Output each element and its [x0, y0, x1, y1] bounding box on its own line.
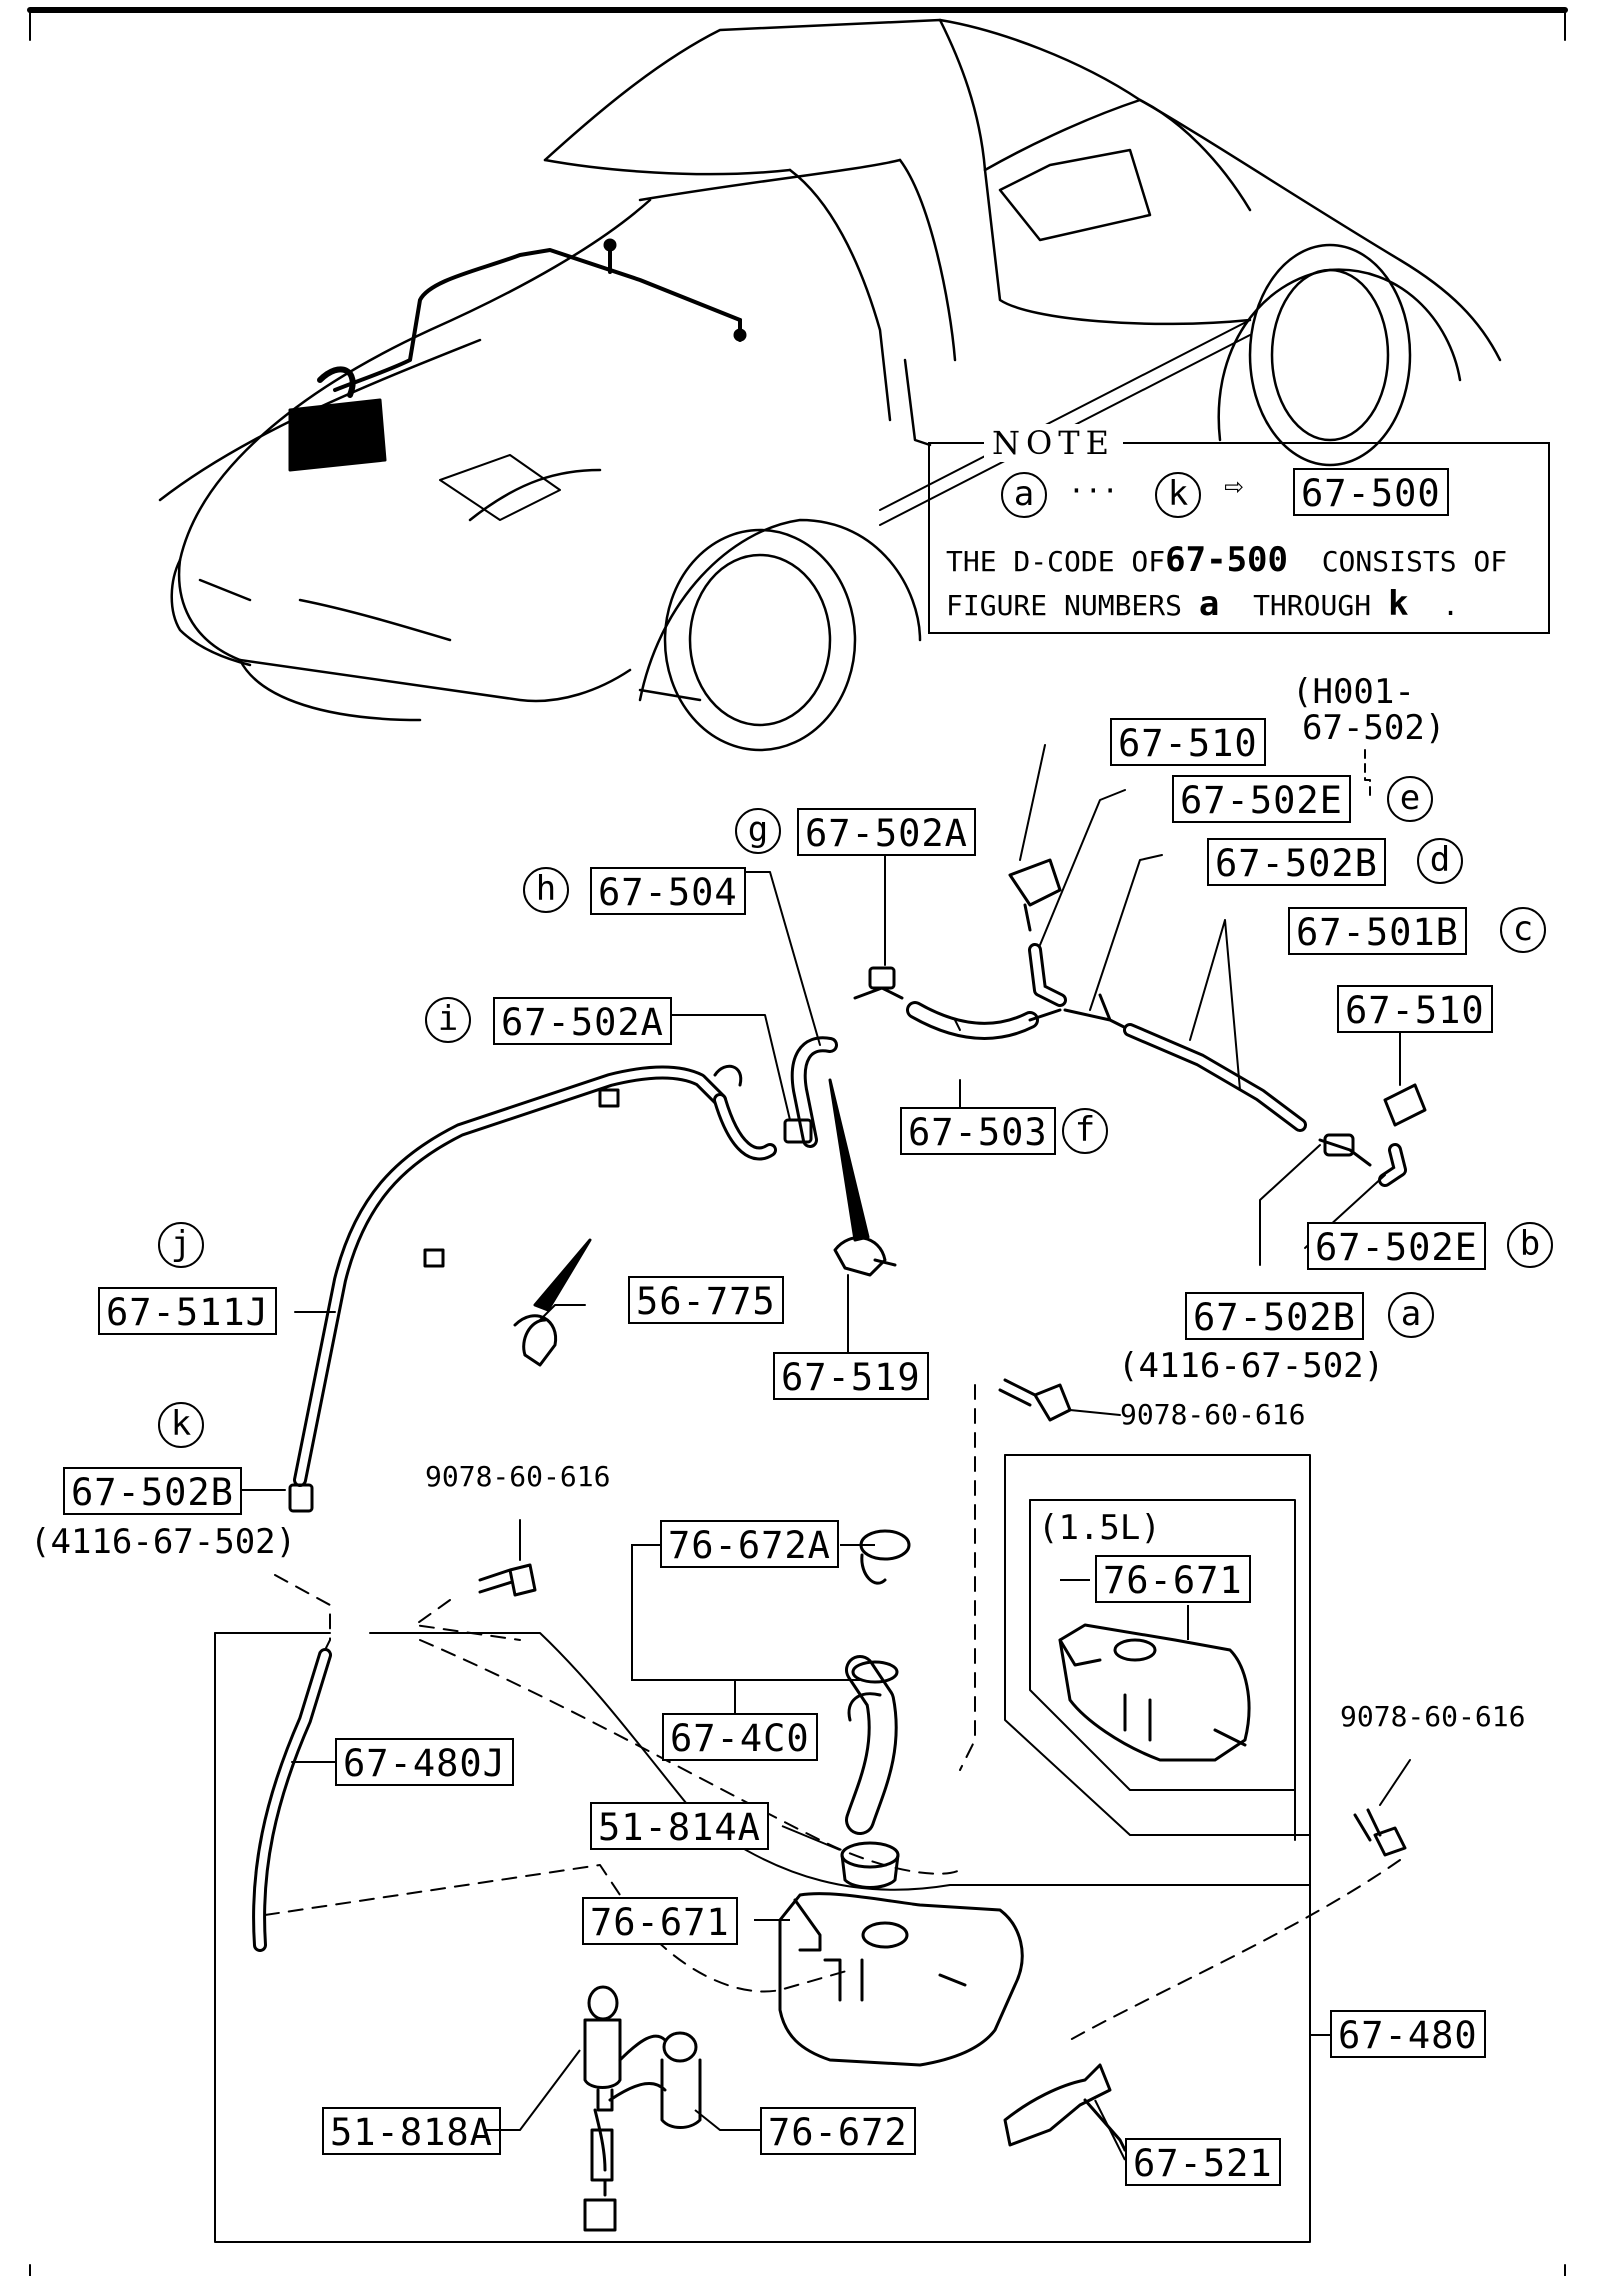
part-label-76-671: 76-671	[582, 1897, 738, 1945]
note-text-1c: CONSISTS OF	[1321, 545, 1508, 578]
ref-c: c	[1500, 907, 1546, 953]
bolt-label-left: 9078-60-616	[425, 1460, 611, 1493]
ref-i: i	[425, 997, 471, 1043]
ref-g: g	[735, 808, 781, 854]
part-label-51-818A: 51-818A	[322, 2107, 501, 2155]
part-label-67-4C0: 67-4C0	[662, 1713, 818, 1761]
note-text-2c: THROUGH	[1253, 589, 1372, 622]
hose-assembly	[288, 858, 1427, 1513]
part-label-67-480: 67-480	[1330, 2010, 1486, 2058]
note-box	[928, 442, 1550, 634]
h001-line-2: 67-502)	[1302, 708, 1446, 748]
note-text-2b: a	[1198, 584, 1220, 624]
note-range-separator: ···	[1068, 474, 1119, 507]
part-label-67-502B-d: 67-502B	[1207, 838, 1386, 886]
part-label-76-671-inset: 76-671	[1095, 1555, 1251, 1603]
part-label-67-504: 67-504	[590, 867, 746, 915]
ref-e: e	[1387, 776, 1433, 822]
part-label-67-511J: 67-511J	[98, 1287, 277, 1335]
note-range-code: 67-500	[1293, 468, 1449, 516]
part-label-76-672: 76-672	[760, 2107, 916, 2155]
part-label-67-519: 67-519	[773, 1352, 929, 1400]
car-outline	[158, 18, 1502, 752]
part-label-51-814A: 51-814A	[590, 1802, 769, 1850]
bolt-label-right: 9078-60-616	[1340, 1700, 1526, 1733]
part-label-67-503: 67-503	[900, 1107, 1056, 1155]
note-ref-start: a	[1001, 472, 1047, 518]
note-text-1b: 67-500	[1165, 540, 1288, 580]
ref-d: d	[1417, 838, 1463, 884]
h001-line-1: (H001-	[1292, 672, 1415, 712]
note-text-line-1: THE D-CODE OF67-500 CONSISTS OF	[946, 540, 1507, 580]
part-label-67-502B-a: 67-502B	[1185, 1292, 1364, 1340]
part-label-67-502A-i: 67-502A	[493, 997, 672, 1045]
part-label-67-510-top: 67-510	[1110, 718, 1266, 766]
note-text-2e: .	[1442, 589, 1460, 622]
part-label-67-501B: 67-501B	[1288, 907, 1467, 955]
ref-h: h	[523, 867, 569, 913]
code-4116-k: (4116-67-502)	[30, 1522, 297, 1562]
note-text-1a: THE D-CODE OF	[946, 545, 1166, 578]
car-washer-lines	[288, 238, 747, 472]
part-label-67-480J: 67-480J	[335, 1738, 514, 1786]
ref-f: f	[1062, 1108, 1108, 1154]
part-label-67-502E-top: 67-502E	[1172, 775, 1351, 823]
inset-title: (1.5L)	[1038, 1508, 1161, 1548]
part-label-67-502A-g: 67-502A	[797, 808, 976, 856]
part-label-67-521: 67-521	[1125, 2138, 1281, 2186]
bolt-label-top: 9078-60-616	[1120, 1398, 1306, 1431]
leader-lines	[239, 744, 1401, 1491]
bolts	[478, 1378, 1411, 1857]
code-4116-a: (4116-67-502)	[1118, 1346, 1385, 1386]
ref-b: b	[1507, 1222, 1553, 1268]
note-ref-end: k	[1155, 472, 1201, 518]
note-text-line-2: FIGURE NUMBERS a THROUGH k .	[946, 584, 1459, 624]
note-text-2a: FIGURE NUMBERS	[946, 589, 1183, 622]
ref-k: k	[158, 1402, 204, 1448]
part-label-56-775: 56-775	[628, 1276, 784, 1324]
part-label-76-672A: 76-672A	[660, 1520, 839, 1568]
part-label-67-510-right: 67-510	[1337, 985, 1493, 1033]
ref-a: a	[1388, 1292, 1434, 1338]
note-text-2d: k	[1387, 584, 1409, 624]
part-label-67-502B-k: 67-502B	[63, 1467, 242, 1515]
ref-j: j	[158, 1222, 204, 1268]
note-arrow: ⇨	[1224, 466, 1244, 504]
part-label-67-502E-b: 67-502E	[1307, 1222, 1486, 1270]
tank-assembly	[214, 1384, 1401, 2243]
note-title: NOTE	[984, 424, 1123, 462]
